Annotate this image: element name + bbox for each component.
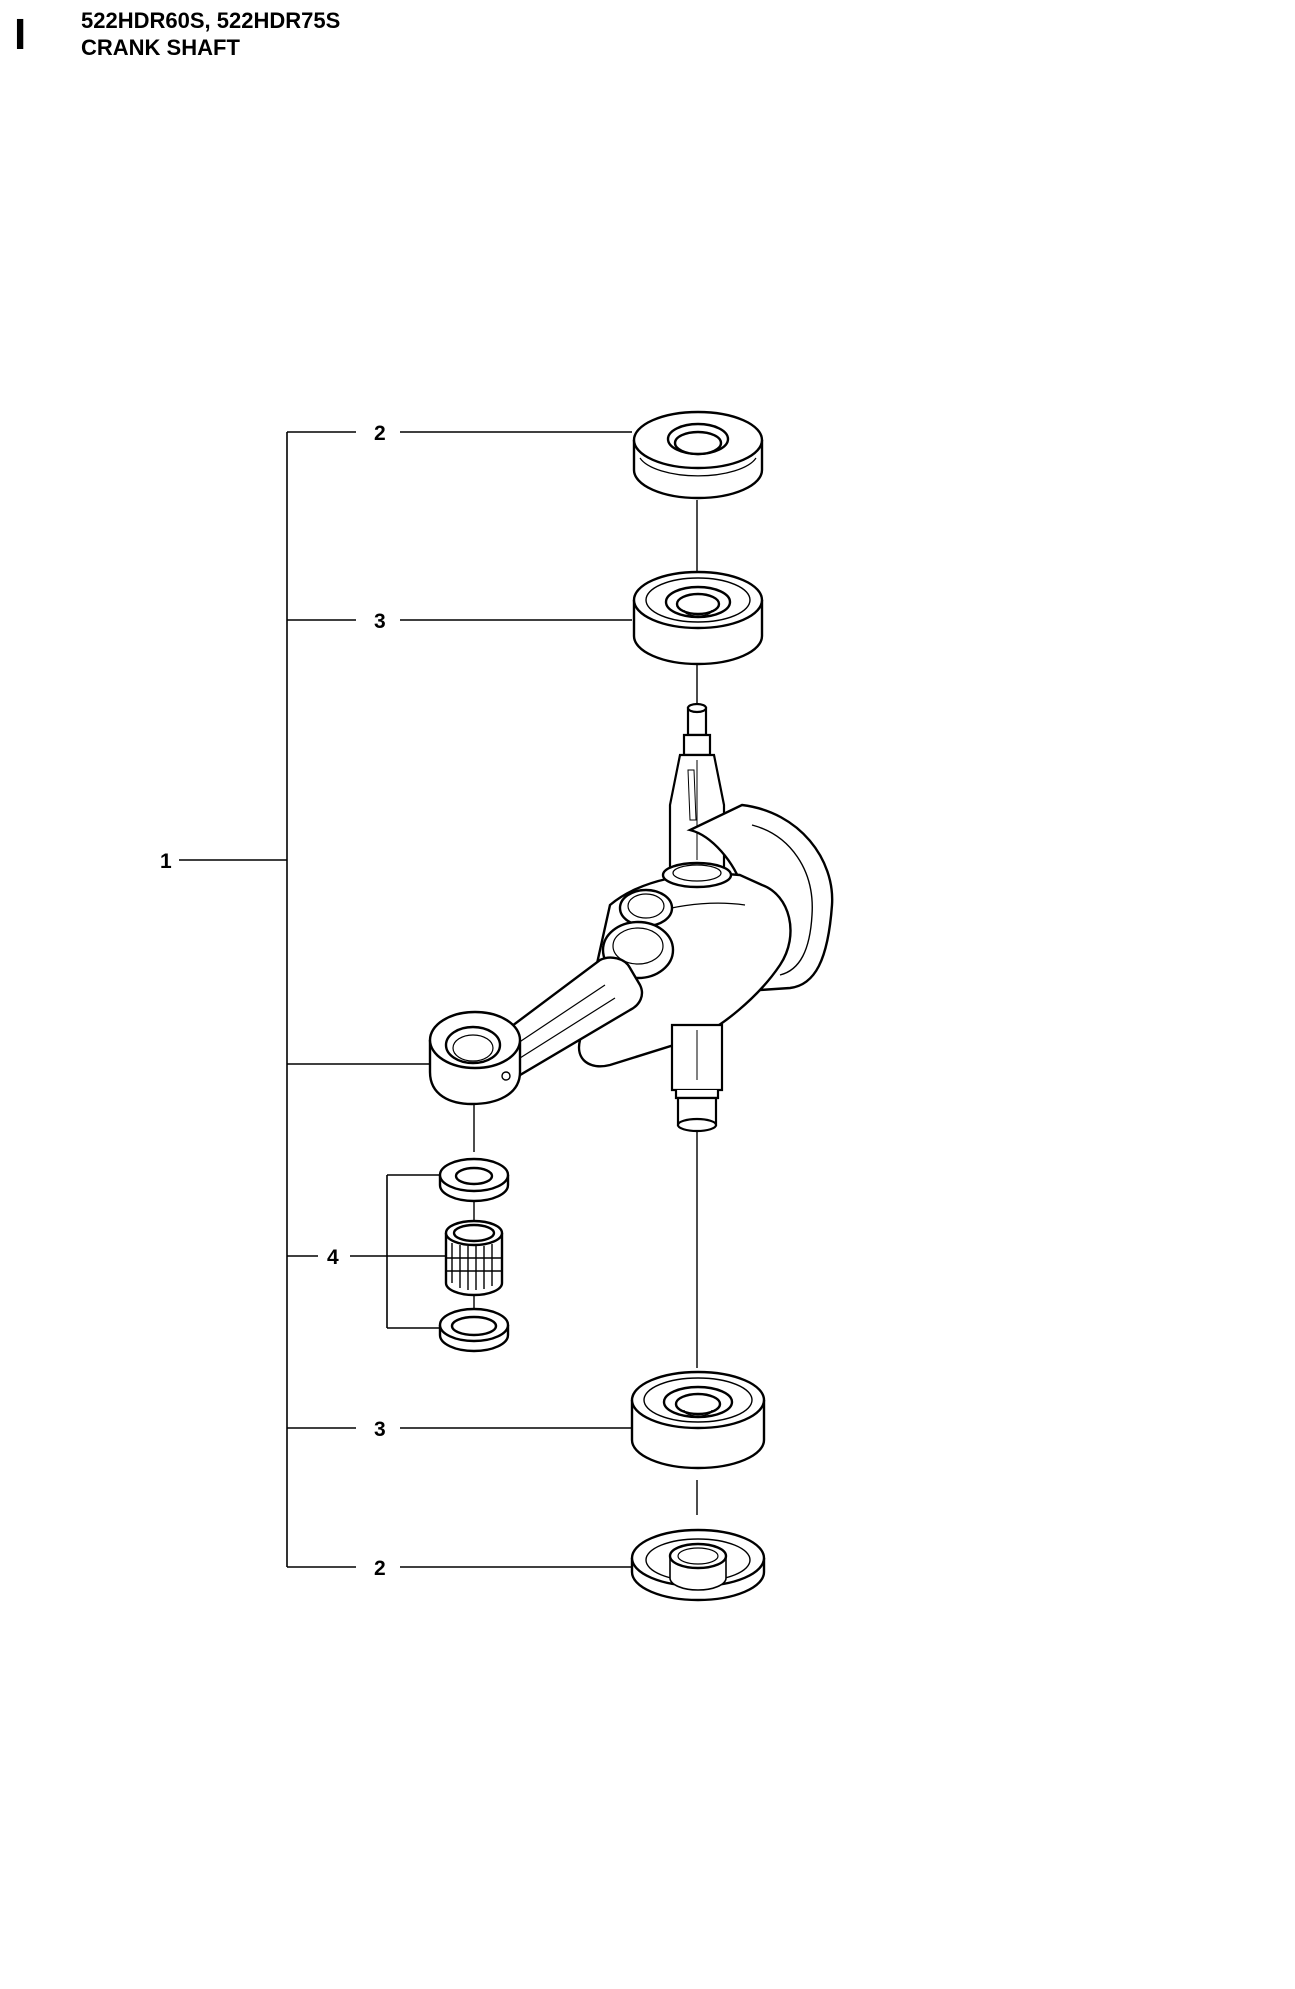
callout-seal-top: 2	[374, 422, 386, 445]
callout-labels: 1 2 3 4 3 2	[160, 422, 386, 1580]
bearing-top-part	[632, 570, 764, 666]
callout-seal-bottom: 2	[374, 1557, 386, 1580]
callout-bearing-bottom: 3	[374, 1418, 386, 1441]
seal-bottom-part	[630, 1528, 766, 1602]
needle-bearing-kit	[438, 1157, 510, 1353]
callout-needle-kit: 4	[327, 1246, 339, 1269]
callout-assembly: 1	[160, 850, 172, 873]
callout-leaders	[179, 431, 632, 1568]
page-header: I 522HDR60S, 522HDR75S CRANK SHAFT	[0, 0, 1295, 70]
section-marker: I	[14, 10, 27, 59]
model-numbers: 522HDR60S, 522HDR75S	[81, 8, 341, 33]
bearing-bottom-part	[630, 1370, 766, 1470]
connecting-rod-part	[428, 956, 644, 1106]
crankshaft-lower-shaft	[670, 1023, 724, 1133]
crank-web-part	[577, 803, 834, 1068]
assembly-title: CRANK SHAFT	[81, 35, 240, 60]
callout-bearing-top: 3	[374, 610, 386, 633]
seal-top-part	[632, 410, 764, 500]
